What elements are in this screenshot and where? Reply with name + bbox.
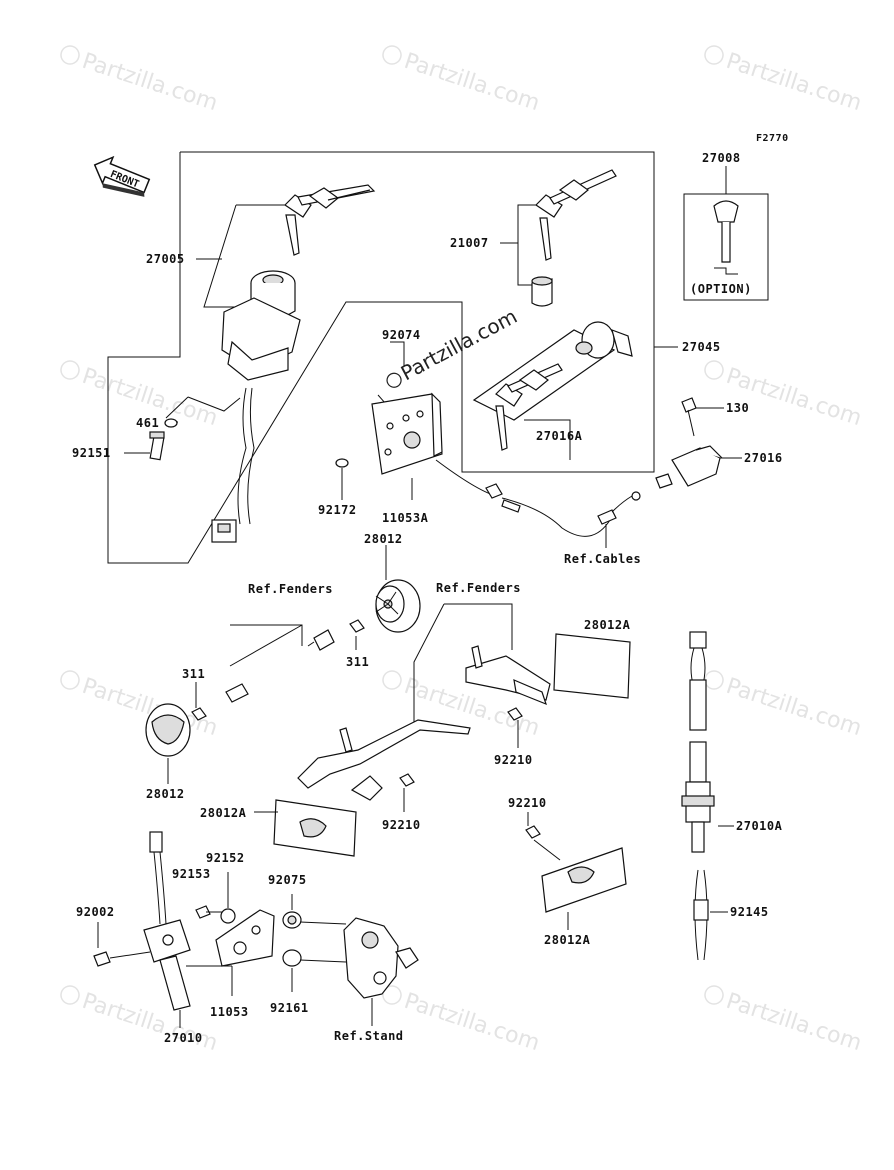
figure-code: F2770	[756, 133, 789, 144]
part-label-92161: 92161	[270, 1001, 309, 1015]
part-label-21007: 21007	[450, 236, 489, 250]
bracket-11053A	[335, 341, 443, 500]
sidestand-switch	[93, 831, 419, 1028]
part-label-92151: 92151	[72, 446, 111, 460]
part-label-27010: 27010	[164, 1031, 203, 1045]
part-label-27010A: 27010A	[736, 819, 783, 833]
switch-27016	[655, 397, 742, 489]
part-label-27016: 27016	[744, 451, 783, 465]
part-label-92074: 92074	[382, 328, 421, 342]
part-label-311-b: 311	[346, 655, 369, 669]
part-label-92210-b: 92210	[382, 818, 421, 832]
reflector-28012-left	[145, 682, 249, 784]
watermark-text: Partzilla.com	[401, 49, 543, 116]
lock-cylinder-part	[472, 321, 633, 460]
part-label-92002: 92002	[76, 905, 115, 919]
part-label-27045: 27045	[682, 340, 721, 354]
part-label-11053: 11053	[210, 1005, 249, 1019]
labels-layer: 27005 461 92151 21007 27045 27008 (OPTIO…	[72, 151, 783, 1045]
part-label-28012-left: 28012	[146, 787, 185, 801]
part-label-27008: 27008	[702, 151, 741, 165]
part-label-28012A-mid: 28012A	[200, 806, 247, 820]
option-label: (OPTION)	[690, 282, 752, 296]
part-label-461: 461	[136, 416, 159, 430]
part-label-28012A-top: 28012A	[584, 618, 631, 632]
reflector-28012A-mid	[254, 799, 357, 857]
watermark-text: Partzilla.com	[723, 49, 865, 116]
watermark-text: Partzilla.com	[723, 364, 865, 431]
part-label-92172: 92172	[318, 503, 357, 517]
part-label-311-a: 311	[182, 667, 205, 681]
part-label-92145: 92145	[730, 905, 769, 919]
ref-fenders-left-label: Ref.Fenders	[248, 582, 333, 596]
part-label-11053A: 11053A	[382, 511, 429, 525]
cable-part	[435, 459, 641, 548]
watermark-text: Partzilla.com	[723, 989, 865, 1056]
svg-text:Partzilla.com: Partzilla.com	[397, 304, 521, 385]
part-label-92152: 92152	[206, 851, 245, 865]
watermark-text: Partzilla.com	[401, 989, 543, 1056]
part-label-130: 130	[726, 401, 749, 415]
part-label-28012A-bottom: 28012A	[544, 933, 591, 947]
center-watermark: Partzilla.com	[386, 304, 521, 388]
part-label-27005: 27005	[146, 252, 185, 266]
watermark-text: Partzilla.com	[79, 49, 221, 116]
ref-cables-label: Ref.Cables	[564, 552, 641, 566]
front-arrow-icon: FRONT	[93, 155, 151, 197]
switch-27010A	[681, 631, 734, 961]
part-label-27016A: 27016A	[536, 429, 583, 443]
option-key-box	[683, 166, 769, 301]
key-lock-part	[500, 169, 617, 307]
watermark-text: Partzilla.com	[79, 989, 221, 1056]
part-label-92210-a: 92210	[494, 753, 533, 767]
part-label-92210-c: 92210	[508, 796, 547, 810]
ignition-outline	[107, 151, 678, 564]
ref-stand-label: Ref.Stand	[334, 1029, 404, 1043]
watermark-text: Partzilla.com	[723, 674, 865, 741]
part-label-28012-top: 28012	[364, 532, 403, 546]
ignition-switch-part	[149, 184, 376, 543]
reflector-28012-top	[229, 545, 421, 667]
ref-fenders-right-label: Ref.Fenders	[436, 581, 521, 595]
fender-bracket	[297, 603, 631, 812]
part-label-92075: 92075	[268, 873, 307, 887]
reflector-28012A-bottom	[525, 812, 627, 930]
part-label-92153: 92153	[172, 867, 211, 881]
